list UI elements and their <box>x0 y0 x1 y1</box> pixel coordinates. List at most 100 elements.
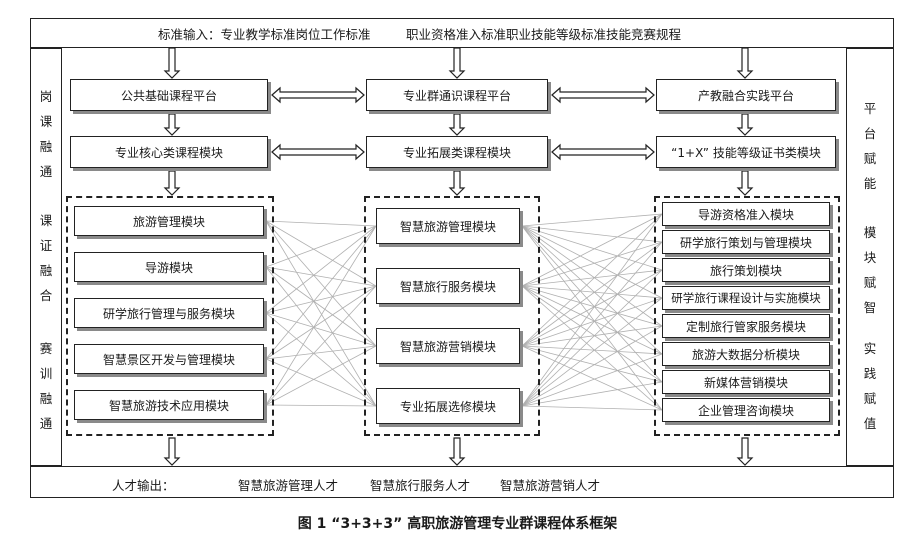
mesh-line-left-1-mid-1 <box>265 266 377 287</box>
down-arrow-category-2 <box>736 170 754 196</box>
mesh-line-left-0-mid-2 <box>265 220 377 347</box>
input-standards-label-2: 职业资格准入标准职业技能等级标准技能竞赛规程 <box>406 27 682 42</box>
mesh-line-mid-0-right-3 <box>521 225 663 299</box>
middle-module-smart-management: 智慧旅游管理模块 <box>376 208 520 244</box>
down-arrow-input-2 <box>736 47 754 79</box>
mesh-line-mid-2-right-4 <box>521 325 663 347</box>
left-side-frame <box>30 48 62 466</box>
down-arrow-platform-0 <box>163 113 181 136</box>
left-module-smart-scenic: 智慧景区开发与管理模块 <box>74 344 264 374</box>
mesh-line-mid-3-right-3 <box>521 297 663 407</box>
mesh-line-mid-0-right-0 <box>521 213 663 227</box>
mesh-line-left-2-mid-2 <box>265 312 377 347</box>
output-talent-management: 智慧旅游管理人才 <box>238 478 339 493</box>
mesh-line-mid-2-right-0 <box>521 213 663 347</box>
down-arrow-category-0 <box>163 170 181 196</box>
h-arrow-platform-left <box>271 86 365 104</box>
mesh-line-mid-1-right-7 <box>521 285 663 411</box>
mesh-line-left-1-mid-0 <box>265 225 377 268</box>
mesh-line-left-1-mid-3 <box>265 266 377 407</box>
output-talent-marketing: 智慧旅游营销人才 <box>500 478 601 493</box>
right-module-study-course-design: 研学旅行课程设计与实施模块 <box>662 286 830 310</box>
left-module-tour-guide: 导游模块 <box>74 252 264 282</box>
mesh-line-mid-2-right-7 <box>521 345 663 411</box>
mesh-line-left-2-mid-0 <box>265 225 377 314</box>
output-label: 人才输出： <box>112 478 175 493</box>
down-arrow-input-0 <box>163 47 181 79</box>
public-basic-platform: 公共基础课程平台 <box>70 79 268 111</box>
left-module-study-travel: 研学旅行管理与服务模块 <box>74 298 264 328</box>
right-label-platform: 平 台 赋 能 <box>863 101 877 191</box>
left-module-tourism-management: 旅游管理模块 <box>74 206 264 236</box>
right-label-module: 模 块 赋 智 <box>863 225 877 315</box>
mesh-line-mid-0-right-5 <box>521 225 663 355</box>
mesh-line-mid-1-right-1 <box>521 241 663 287</box>
mesh-line-mid-3-right-7 <box>521 405 663 411</box>
right-module-new-media: 新媒体营销模块 <box>662 370 830 394</box>
mesh-line-mid-0-right-4 <box>521 225 663 327</box>
output-frame <box>30 466 894 498</box>
core-module-category: 专业核心类课程模块 <box>70 136 268 168</box>
mesh-line-left-0-mid-1 <box>265 220 377 287</box>
right-module-enterprise-consulting: 企业管理咨询模块 <box>662 398 830 422</box>
figure-caption: 图 1 “3+3+3” 高职旅游管理专业群课程体系框架 <box>297 516 618 532</box>
mesh-line-mid-1-right-0 <box>521 213 663 287</box>
input-standards-label: 标准输入：专业教学标准岗位工作标准 <box>158 27 371 42</box>
mesh-line-left-3-mid-2 <box>265 345 377 360</box>
mesh-line-mid-3-right-0 <box>521 213 663 407</box>
group-general-platform: 专业群通识课程平台 <box>366 79 548 111</box>
mesh-line-mid-2-right-5 <box>521 345 663 355</box>
right-label-practice: 实 践 赋 值 <box>863 341 877 431</box>
right-module-study-planning: 研学旅行策划与管理模块 <box>662 230 830 254</box>
mesh-line-mid-1-right-3 <box>521 285 663 299</box>
right-module-custom-butler: 定制旅行管家服务模块 <box>662 314 830 338</box>
mesh-line-left-4-mid-2 <box>265 345 377 406</box>
output-talent-service: 智慧旅行服务人才 <box>370 478 471 493</box>
left-label-course-cert: 课 证 融 合 <box>39 213 53 303</box>
mesh-line-mid-0-right-1 <box>521 225 663 243</box>
mesh-line-mid-0-right-2 <box>521 225 663 271</box>
middle-module-smart-marketing: 智慧旅游营销模块 <box>376 328 520 364</box>
mesh-line-mid-0-right-7 <box>521 225 663 411</box>
mesh-line-mid-1-right-2 <box>521 269 663 287</box>
h-arrow-category-left <box>271 143 365 161</box>
mesh-line-left-2-mid-3 <box>265 312 377 407</box>
mesh-line-left-3-mid-3 <box>265 358 377 407</box>
middle-module-elective: 专业拓展选修模块 <box>376 388 520 424</box>
right-module-big-data: 旅游大数据分析模块 <box>662 342 830 366</box>
mesh-line-mid-3-right-2 <box>521 269 663 407</box>
left-module-group <box>66 196 274 436</box>
down-arrow-input-1 <box>448 47 466 79</box>
mesh-line-left-1-mid-2 <box>265 266 377 347</box>
mesh-line-left-4-mid-1 <box>265 285 377 406</box>
down-arrow-platform-1 <box>448 113 466 136</box>
left-module-smart-tech: 智慧旅游技术应用模块 <box>74 390 264 420</box>
mesh-line-mid-1-right-4 <box>521 285 663 327</box>
h-arrow-category-right <box>551 143 655 161</box>
mesh-line-mid-3-right-1 <box>521 241 663 407</box>
mesh-line-mid-2-right-2 <box>521 269 663 347</box>
input-frame <box>30 18 894 48</box>
extension-module-category: 专业拓展类课程模块 <box>366 136 548 168</box>
down-arrow-platform-2 <box>736 113 754 136</box>
mesh-line-left-4-mid-3 <box>265 404 377 407</box>
down-arrow-output-0 <box>163 437 181 466</box>
mesh-line-mid-1-right-5 <box>521 285 663 355</box>
mesh-line-left-0-mid-3 <box>265 220 377 407</box>
mesh-line-mid-3-right-6 <box>521 381 663 407</box>
right-module-guide-qualification: 导游资格准入模块 <box>662 202 830 226</box>
mesh-line-mid-1-right-6 <box>521 285 663 383</box>
mesh-line-mid-0-right-6 <box>521 225 663 383</box>
mesh-line-mid-3-right-4 <box>521 325 663 407</box>
mesh-line-mid-3-right-5 <box>521 353 663 407</box>
down-arrow-category-1 <box>448 170 466 196</box>
h-arrow-platform-right <box>551 86 655 104</box>
middle-module-group <box>364 196 540 436</box>
mesh-line-left-0-mid-0 <box>265 220 377 227</box>
mesh-line-left-4-mid-0 <box>265 225 377 406</box>
down-arrow-output-2 <box>736 437 754 466</box>
mesh-line-mid-2-right-6 <box>521 345 663 383</box>
mesh-line-left-3-mid-1 <box>265 285 377 360</box>
down-arrow-output-1 <box>448 437 466 466</box>
